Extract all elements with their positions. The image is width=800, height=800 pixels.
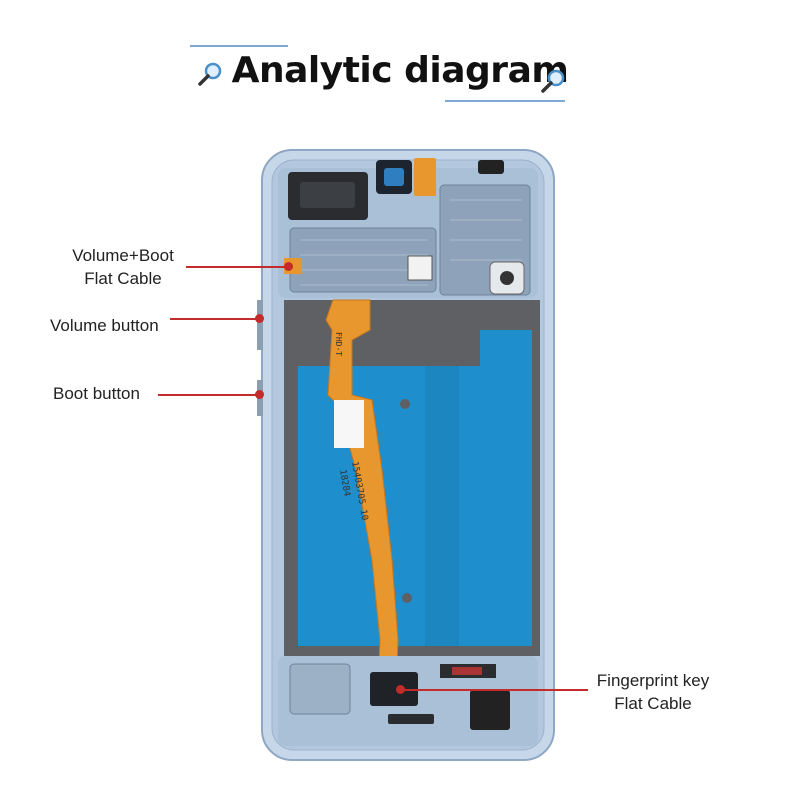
bottom-slot: [388, 714, 434, 724]
title-bottom-rule: [445, 100, 565, 102]
qr-sticker: [407, 255, 433, 281]
callout-line-fingerprint-cable: [402, 689, 588, 691]
callout-label-boot-button: Boot button: [53, 384, 140, 403]
panel-hole-2: [402, 593, 412, 603]
callout-label-line2: Flat Cable: [614, 694, 692, 713]
earpiece-grille: [300, 182, 355, 208]
callout-label-fingerprint-cable: Fingerprint key Flat Cable: [588, 669, 718, 715]
cable-print-1: FHD-T: [334, 332, 343, 356]
callout-label-line2: Flat Cable: [84, 269, 162, 288]
fingerprint-connector: [370, 672, 418, 706]
callout-line-volume-boot-cable: [186, 266, 286, 268]
callout-dot-fingerprint-cable: [396, 685, 405, 694]
blue-sheet-stripe: [425, 366, 459, 646]
sensor-flex: [414, 158, 436, 196]
callout-label-line1: Fingerprint key: [596, 671, 710, 690]
title-top-rule: [190, 45, 288, 47]
bottom-left-bracket: [289, 663, 351, 715]
front-camera-lens: [384, 168, 404, 186]
magnifier-icon: [541, 69, 565, 93]
volume-button-contacts: [257, 300, 263, 350]
cable-print-3: 18284: [337, 469, 352, 497]
top-connector: [478, 160, 504, 174]
bottom-right-block: [470, 690, 510, 730]
earpiece-module-dot: [500, 271, 514, 285]
title-block: Analytic diagram: [0, 38, 800, 108]
callout-dot-volume-button: [255, 314, 264, 323]
callout-dot-volume-boot-cable: [284, 262, 293, 271]
flex-white-label: [334, 400, 364, 448]
page-title: Analytic diagram: [231, 50, 569, 91]
callout-dot-boot-button: [255, 390, 264, 399]
callout-label-volume-button: Volume button: [50, 316, 159, 335]
callout-line-boot-button: [158, 394, 258, 396]
callout-line-volume-button: [170, 318, 258, 320]
bottom-red-inner: [452, 667, 482, 675]
panel-hole-1: [400, 399, 410, 409]
callout-label-volume-boot-cable: Volume+Boot Flat Cable: [58, 244, 188, 290]
magnifier-icon: [198, 62, 222, 86]
callout-label-line1: Volume+Boot: [72, 246, 174, 265]
